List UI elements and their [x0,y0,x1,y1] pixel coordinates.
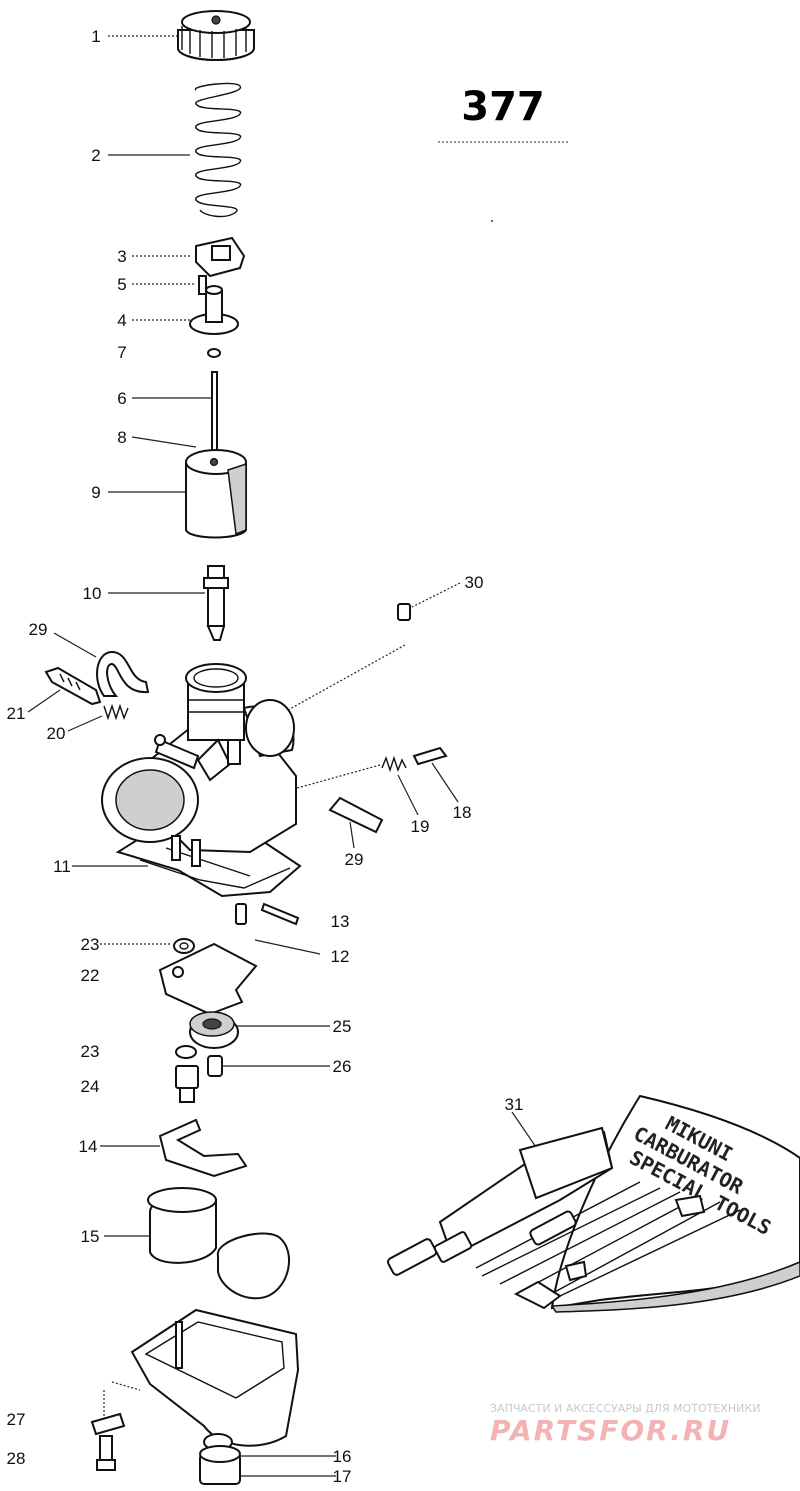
part-bracket [90,1412,126,1436]
part-washer-top [173,938,195,954]
part-plate [195,236,246,278]
callout-16: 16 [333,1447,352,1466]
callout-9: 9 [91,483,100,502]
part-needle-retainer [189,285,239,335]
part-pilot-screw [44,666,102,706]
callout-26: 26 [333,1057,352,1076]
callout-30: 30 [465,573,484,592]
callout-8: 8 [117,428,126,447]
part-tool-kit: MIKUNI CARBURATOR SPECIAL TOOLS [386,1094,800,1313]
part-air-jet [397,603,411,621]
callout-18: 18 [453,803,472,822]
part-bolt [96,1435,116,1471]
callout-14: 14 [79,1137,98,1156]
callout-23-lower: 23 [81,1042,100,1061]
part-hose-lower [328,796,384,834]
callout-25: 25 [333,1017,352,1036]
callout-29-lower: 29 [345,850,364,869]
callout-21: 21 [7,704,26,723]
part-jet-needle [211,371,218,457]
callout-1: 1 [91,27,100,46]
callout-3: 3 [117,247,126,266]
part-spring [195,82,241,218]
watermark-logo: PARTSFOR.RU [490,1414,731,1447]
part-float-arm [158,1118,248,1178]
part-idle-screw [412,746,448,766]
callout-15: 15 [81,1227,100,1246]
callout-24: 24 [81,1077,100,1096]
callout-labels: 1 2 3 5 4 7 6 8 9 10 30 29 21 20 19 18 2… [7,27,524,1486]
callout-19: 19 [411,817,430,836]
part-cap [177,10,255,61]
part-idle-spring [381,755,407,773]
callout-22: 22 [81,966,100,985]
part-pilot-spring [103,703,129,721]
part-floats [147,1187,290,1300]
part-washer [207,348,221,358]
callout-7: 7 [117,343,126,362]
part-throttle-valve [185,449,247,539]
callout-6: 6 [117,389,126,408]
leader-lines [27,35,539,1477]
callout-11: 11 [53,857,71,876]
callout-10: 10 [83,584,102,603]
part-baffle-plate [158,942,258,1016]
part-needle-seat [189,1011,239,1049]
watermark-tagline: ЗАПЧАСТИ И АКСЕССУАРЫ ДЛЯ МОТОТЕХНИКИ [490,1402,760,1415]
part-pin [260,902,300,926]
callout-12: 12 [331,947,350,966]
callout-28: 28 [7,1449,26,1468]
part-drain-plug [199,1445,241,1485]
callout-23-upper: 23 [81,935,100,954]
callout-27: 27 [7,1410,26,1429]
callout-29-upper: 29 [29,620,48,639]
callout-17: 17 [333,1467,352,1486]
callout-20: 20 [47,724,66,743]
callout-31: 31 [505,1095,524,1114]
part-clip-pin [198,275,207,295]
diagram-number: 377 [461,84,545,130]
part-needle-jet [203,565,229,641]
part-hose-upper [96,650,150,697]
callout-4: 4 [117,311,126,330]
part-carburetor-body [101,663,302,898]
part-pilot-jet [235,903,247,925]
part-starter-jet [207,1055,223,1077]
callout-2: 2 [91,146,100,165]
part-washer-bottom [175,1045,197,1059]
part-float-bowl [130,1308,300,1447]
callout-5: 5 [117,275,126,294]
callout-13: 13 [331,912,350,931]
watermark: ЗАПЧАСТИ И АКСЕССУАРЫ ДЛЯ МОТОТЕХНИКИ PA… [490,1402,760,1447]
part-main-jet [175,1065,199,1103]
